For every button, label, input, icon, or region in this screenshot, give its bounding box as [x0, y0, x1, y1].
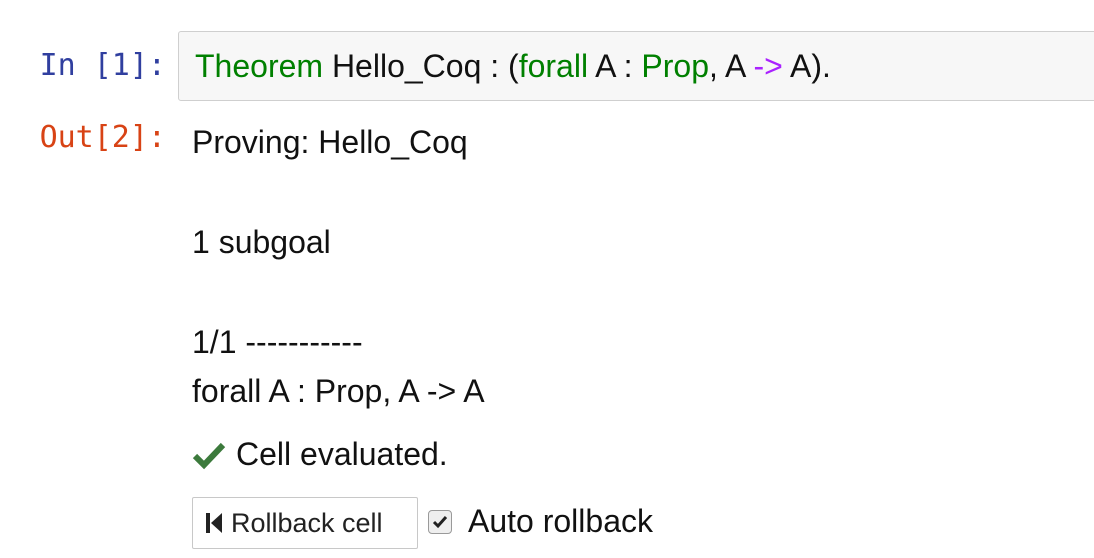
output-subgoal-count: 1 subgoal — [192, 224, 331, 260]
input-prompt: In [1]: — [39, 48, 166, 83]
code-theorem-name: Hello_Coq : ( — [323, 48, 519, 84]
auto-rollback-toggle[interactable]: Auto rollback — [428, 503, 653, 540]
auto-rollback-checkbox[interactable] — [428, 509, 452, 534]
status-text: Cell evaluated. — [236, 436, 448, 472]
code-binder: A : — [588, 48, 642, 84]
evaluation-status: Cell evaluated. — [192, 436, 448, 473]
step-backward-icon — [205, 511, 223, 535]
code-comma: , A — [709, 48, 754, 84]
output-prompt: Out[2]: — [39, 120, 166, 155]
keyword-theorem: Theorem — [195, 48, 324, 84]
keyword-prop: Prop — [641, 48, 710, 84]
auto-rollback-label: Auto rollback — [468, 503, 653, 539]
checkbox-check-icon — [432, 515, 448, 528]
code-line: Theorem Hello_Coq : (forall A : Prop, A … — [195, 48, 831, 85]
output-proving-line: Proving: Hello_Coq — [192, 124, 468, 160]
code-input-area[interactable]: Theorem Hello_Coq : (forall A : Prop, A … — [178, 31, 1094, 101]
code-arrow: -> — [753, 48, 783, 84]
rollback-cell-button[interactable]: Rollback cell — [192, 497, 418, 549]
rollback-cell-label: Rollback cell — [231, 507, 383, 538]
output-goal-separator: 1/1 ----------- — [192, 324, 363, 360]
code-tail: A). — [782, 48, 831, 84]
checkmark-icon — [192, 440, 226, 470]
output-goal-statement: forall A : Prop, A -> A — [192, 373, 485, 409]
keyword-forall: forall — [518, 48, 589, 84]
